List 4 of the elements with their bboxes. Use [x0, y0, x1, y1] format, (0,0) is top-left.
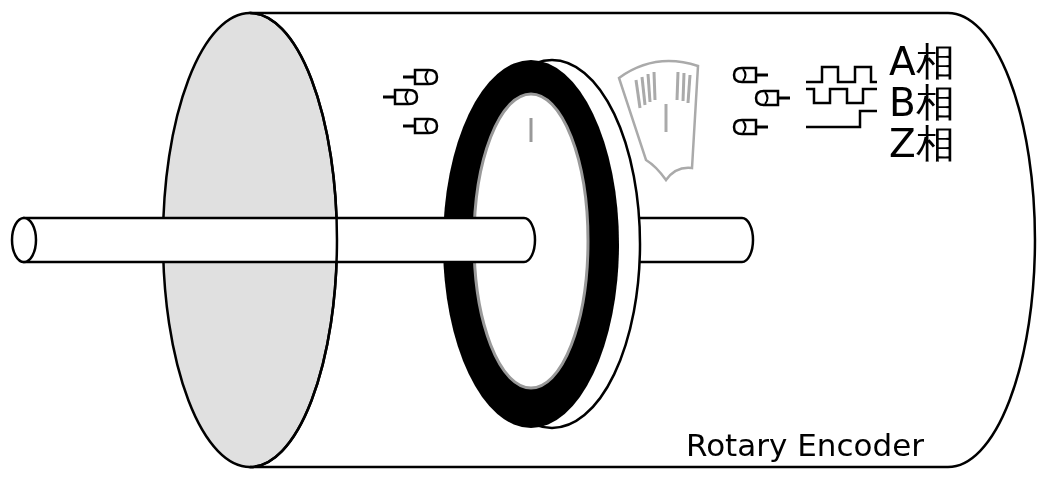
phase-label: A相: [889, 42, 955, 81]
phase-label: B相: [889, 83, 955, 122]
device-caption: Rotary Encoder: [686, 430, 924, 461]
phase-label: Z相: [889, 124, 955, 163]
